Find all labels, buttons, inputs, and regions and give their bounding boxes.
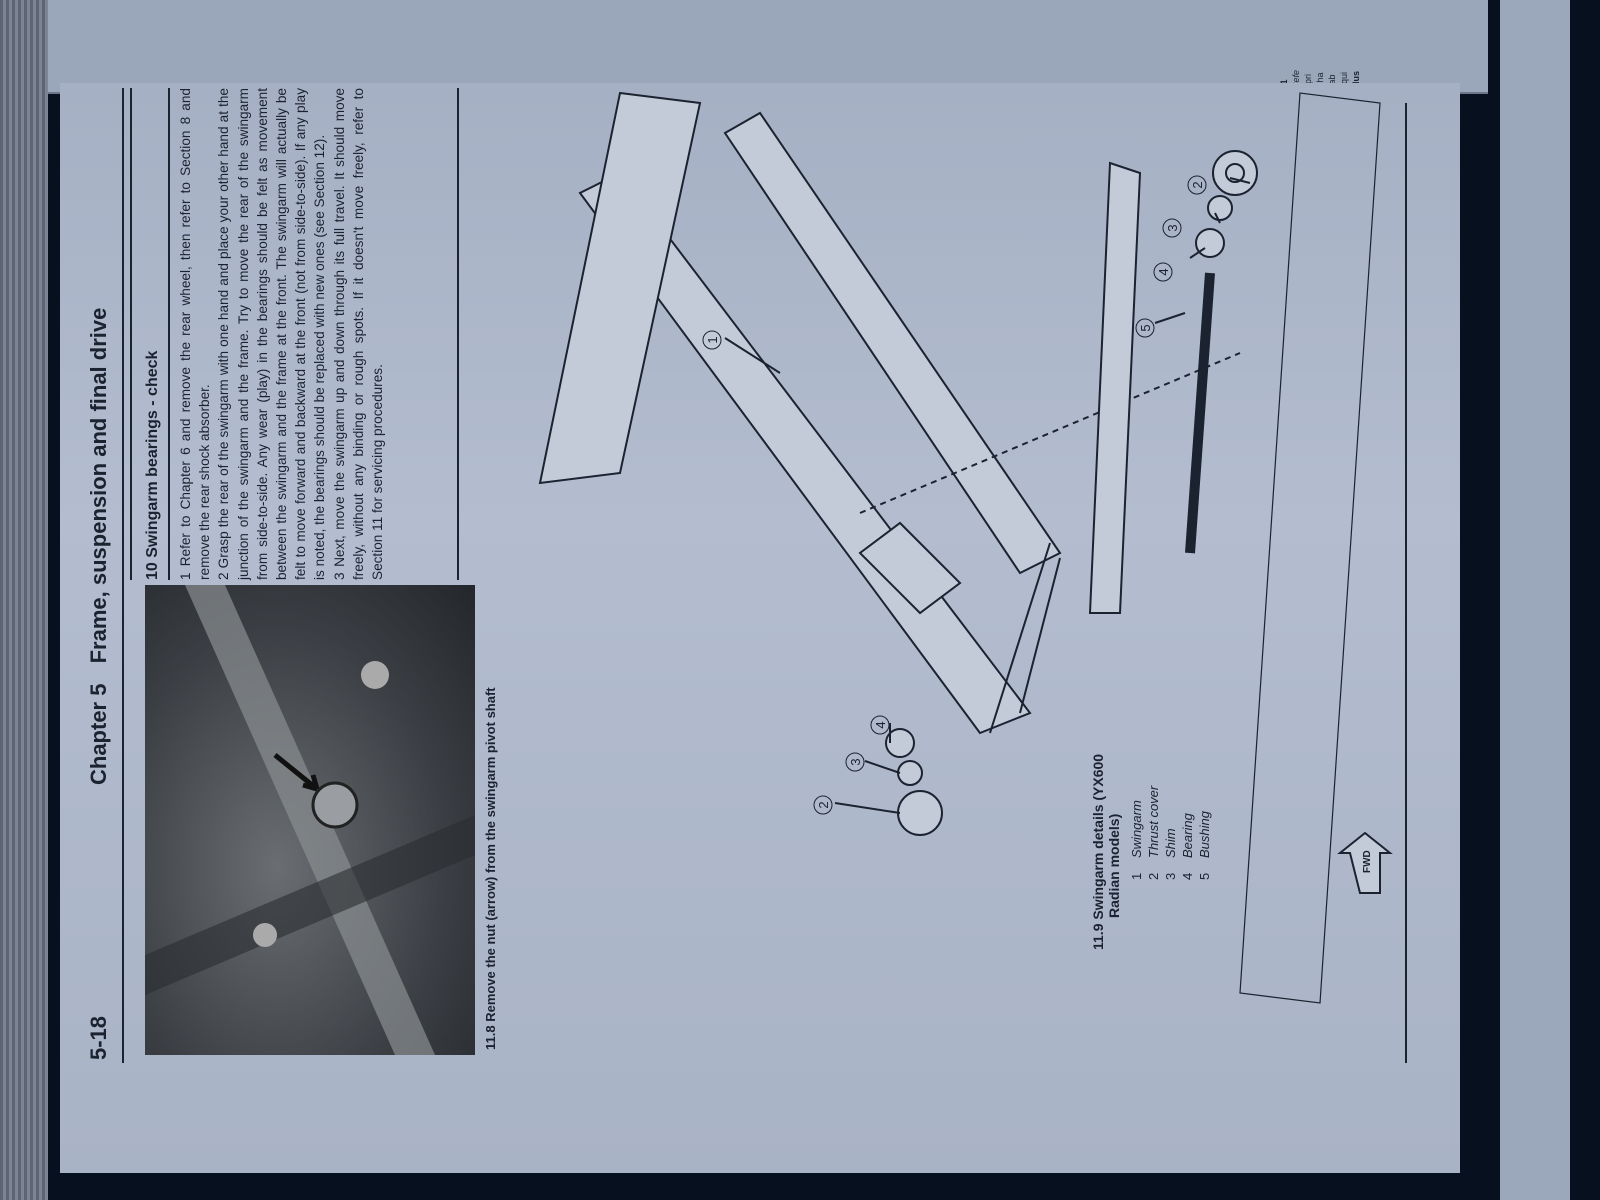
- callout-5: 5: [1138, 324, 1153, 331]
- callout-4: 4: [873, 721, 888, 728]
- facing-fragment: equi: [1339, 72, 1349, 89]
- legend-item: 3 Shim: [1162, 786, 1179, 880]
- legend-num: 5: [1197, 872, 1212, 880]
- legend-item: 1 Swingarm: [1128, 786, 1145, 880]
- facing-page-text: 11 Refe upri Cha cab equi illus: [1279, 70, 1361, 89]
- swingarm-exploded-diagram: 1 2 3 4 5 2 3 4 FWD: [538, 91, 1393, 1004]
- facing-page: 11 Refe upri Cha cab equi illus: [48, 0, 1488, 94]
- bearing-part: [885, 728, 915, 758]
- legend-num: 4: [1180, 872, 1195, 880]
- facing-fragment: cab: [1327, 74, 1337, 89]
- shim-part: [897, 760, 923, 786]
- facing-fragment: Refe: [1291, 70, 1301, 89]
- pivot-shaft: [1088, 161, 1142, 614]
- legend-num: 3: [1163, 872, 1178, 880]
- legend-item: 4 Bearing: [1179, 786, 1196, 880]
- callout-1: 1: [705, 336, 720, 343]
- facing-fragment: upri: [1303, 74, 1313, 89]
- fwd-arrow-icon: FWD: [1337, 831, 1393, 894]
- callout-3: 3: [848, 758, 863, 765]
- figure-caption: 11.9 Swingarm details (YX600 Radian mode…: [1090, 754, 1122, 950]
- page-edge-right: [1500, 0, 1570, 1200]
- fwd-label: FWD: [1362, 850, 1373, 873]
- legend-item: 2 Thrust cover: [1145, 786, 1162, 880]
- legend-num: 1: [1129, 872, 1144, 880]
- thrust-block: [858, 521, 962, 615]
- shim-part: [1207, 195, 1233, 221]
- swingarm-pivot-photo: [145, 585, 475, 1055]
- legend-label: Thrust cover: [1146, 785, 1161, 858]
- figure-caption-line: Radian models): [1106, 813, 1122, 918]
- chain-guard: [538, 91, 702, 485]
- legend-item: 5 Bushing: [1196, 786, 1213, 880]
- legend-label: Shim: [1163, 828, 1178, 858]
- facing-fragment: illus: [1351, 71, 1361, 89]
- callout-2: 2: [1190, 181, 1205, 188]
- callout-4: 4: [1156, 268, 1171, 275]
- thrust-cover-part: [1212, 150, 1258, 196]
- bearing-part: [1195, 228, 1225, 258]
- arrow-icon: [273, 753, 320, 792]
- swingarm-right-arm: [723, 111, 1062, 575]
- thrust-cover-part: [897, 790, 943, 836]
- manual-page: 5-18 Chapter 5 Frame, suspension and fin…: [60, 83, 1460, 1173]
- figure-legend: 1 Swingarm 2 Thrust cover 3 Shim 4 Bearing 5…: [1128, 786, 1213, 880]
- legend-label: Bearing: [1180, 813, 1195, 858]
- facing-fragment: Cha: [1315, 72, 1325, 89]
- legend-label: Bushing: [1197, 811, 1212, 858]
- book-page-edges: [0, 0, 48, 1200]
- footer-rule: [1405, 103, 1407, 1063]
- callout-3: 3: [1165, 224, 1180, 231]
- figure-caption-line: 11.9 Swingarm details (YX600: [1090, 753, 1106, 950]
- bushing-shaft: [1185, 272, 1215, 554]
- callout-2: 2: [816, 801, 831, 808]
- legend-num: 2: [1146, 872, 1161, 880]
- legend-label: Swingarm: [1129, 800, 1144, 858]
- pivot-tube: [989, 542, 1061, 734]
